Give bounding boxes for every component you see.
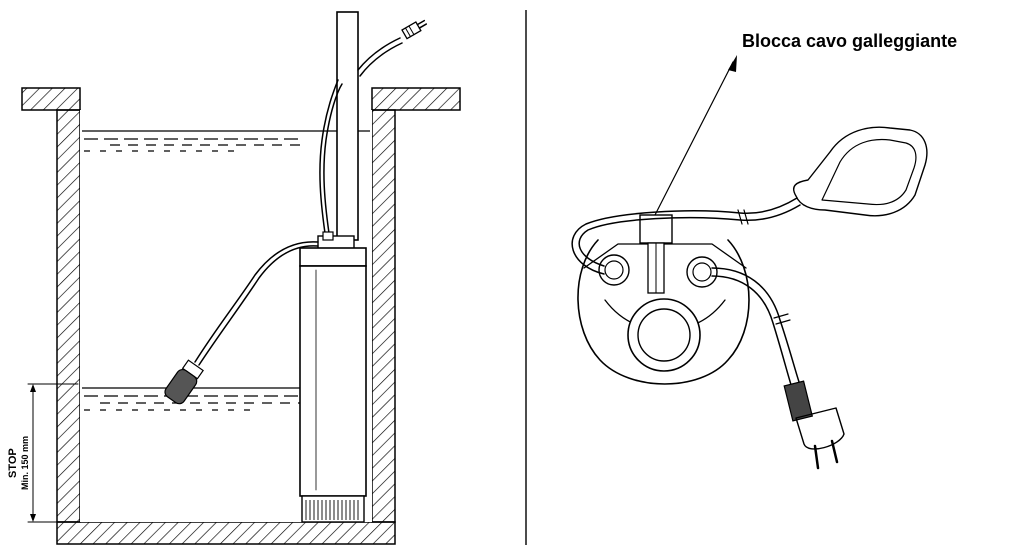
plug-top-icon [783, 380, 845, 470]
ground-right [371, 87, 461, 111]
well-wall-left [56, 109, 81, 523]
water-level-high [82, 130, 370, 152]
well-wall-right [371, 109, 396, 523]
pump-head-top-view [577, 214, 750, 385]
min-level-label: Min. 150 mm [20, 436, 30, 490]
float-cable [194, 241, 319, 366]
ground-left [21, 87, 81, 111]
float-cable-lock-label: Blocca cavo galleggiante [742, 31, 957, 51]
stop-label: STOP [7, 448, 19, 478]
stop-dimension: STOP Min. 150 mm [7, 383, 79, 523]
float-switch-icon [164, 359, 204, 405]
discharge-pipe [336, 11, 359, 241]
pointer-arrow [654, 55, 737, 216]
plug-icon [401, 19, 428, 40]
float-cable-top [571, 197, 801, 275]
float-switch-top-icon [792, 126, 928, 217]
well-section [21, 87, 461, 545]
power-cable-top [711, 267, 801, 389]
submersible-pump [299, 231, 367, 523]
power-cable [319, 37, 403, 241]
well-floor [56, 521, 396, 545]
